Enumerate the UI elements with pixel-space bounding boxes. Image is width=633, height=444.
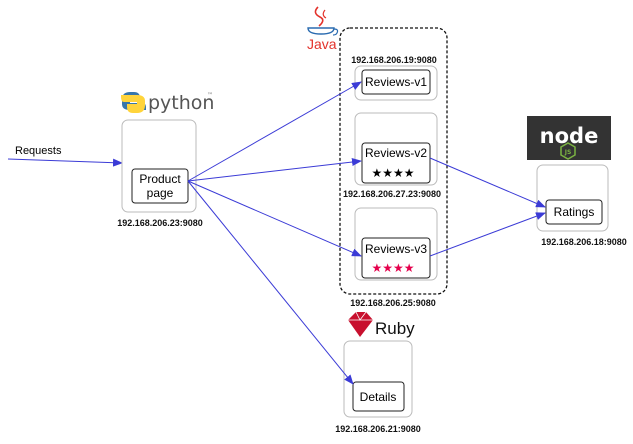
ruby-logo: Ruby <box>348 311 415 338</box>
requests-label: Requests <box>15 145 62 157</box>
details-label: Details <box>360 390 397 404</box>
arrow-productpage-to-reviews-v2 <box>187 158 362 182</box>
arrow-reviews-v3-to-ratings <box>429 212 546 257</box>
reviews-v2-box[interactable] <box>361 142 431 184</box>
ratings-box[interactable] <box>545 199 603 225</box>
python-tm: ™ <box>207 92 213 99</box>
java-logo: Java <box>307 6 339 52</box>
reviews-v2-label: Reviews-v2 <box>365 146 427 160</box>
python-wordmark: python <box>148 92 214 114</box>
details-box[interactable] <box>352 381 405 412</box>
reviews-v2-stars: ★★★★ <box>371 166 414 180</box>
reviews-v3-box[interactable] <box>361 237 431 279</box>
node-js-text: JS <box>564 149 572 156</box>
python-logo: python ™ <box>121 92 214 114</box>
productpage-ip: 192.168.206.23:9080 <box>117 218 203 228</box>
reviews-v3-label: Reviews-v3 <box>365 242 427 256</box>
reviews-v2-ip: 192.168.206.27.23:9080 <box>343 189 441 199</box>
ruby-wordmark: Ruby <box>375 319 415 338</box>
reviews-v3-stars: ★★★★ <box>371 261 414 275</box>
reviews-cluster <box>339 27 448 295</box>
requests-arrow <box>7 158 123 167</box>
node-logo: node JS <box>527 116 611 160</box>
arrow-productpage-to-reviews-v1 <box>187 81 362 182</box>
node-logo-background <box>527 116 611 160</box>
productpage-label-line1: Product <box>139 172 181 186</box>
arrow-productpage-to-reviews-v3 <box>187 180 362 257</box>
arrow-productpage-to-details <box>187 180 354 385</box>
reviews-v1-ip: 192.168.206.19:9080 <box>351 55 437 65</box>
productpage-box[interactable] <box>131 168 189 204</box>
reviews-v1-box[interactable] <box>361 69 431 95</box>
reviews-v1-label: Reviews-v1 <box>365 75 427 89</box>
java-cup-icon <box>307 6 339 36</box>
python-snake-icon <box>121 92 146 113</box>
productpage-label-line2: page <box>147 186 174 200</box>
ratings-ip: 192.168.206.18:9080 <box>541 237 627 247</box>
ratings-label: Ratings <box>554 205 595 219</box>
connections <box>187 81 546 385</box>
details-ip: 192.168.206.21:9080 <box>335 424 421 434</box>
java-wordmark: Java <box>307 36 337 52</box>
reviews-v3-ip: 192.168.206.25:9080 <box>350 298 436 308</box>
node-hexagon-icon <box>560 142 576 160</box>
arrow-reviews-v2-to-ratings <box>429 157 546 208</box>
ruby-gem-icon <box>348 312 373 337</box>
